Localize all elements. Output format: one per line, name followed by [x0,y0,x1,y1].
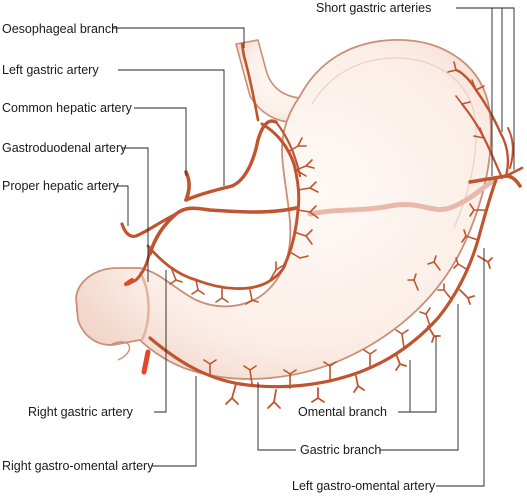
omental-twig [395,353,407,371]
twig [287,137,307,153]
twig [469,203,487,217]
twig [297,181,319,193]
label-right-gastro-omental-artery: Right gastro-omental artery [2,459,154,473]
label-oesophageal-branch: Oesophageal branch [2,22,119,36]
leader-short-gastric-arteries [456,7,515,170]
leader-omental-branch [398,360,411,413]
gastroduodenal-cut-end [124,278,134,286]
twig [245,289,259,305]
common-hepatic-artery-vessel [148,206,298,256]
leader-common-hepatic-artery [134,107,187,176]
coeliac-stub [184,170,191,202]
leader-gastric-branch-2 [257,382,296,451]
omental-twig [267,389,281,409]
twig [395,329,409,349]
twig [471,79,485,91]
lesser-curvature-branch [260,122,301,268]
twig [203,359,217,377]
leader-proper-hepatic-artery [116,185,129,226]
right-gastro-omental-cut-end [141,349,151,375]
label-gastric-branch: Gastric branch [300,443,382,457]
twig [323,361,337,383]
twig [427,255,441,271]
omental-twig [427,325,441,343]
oesophageal-branch-vessel [240,42,260,122]
leader-left-gastric-artery [118,69,225,186]
label-omental-branch: Omental branch [298,405,387,419]
twig [243,365,257,385]
omental-twig [459,289,475,305]
label-short-gastric-arteries: Short gastric arteries [316,1,432,15]
short-gastric-a [454,68,510,178]
twig [293,229,313,245]
twig [363,349,377,369]
twig [437,283,453,301]
label-left-gastric-artery: Left gastric artery [2,63,99,77]
arteries [120,42,524,409]
right-gastric-artery-vessel [146,244,288,290]
label-gastroduodenal-artery: Gastroduodenal artery [2,141,127,155]
twig [419,307,431,327]
short-gastric-c [507,127,514,169]
twig [295,159,315,177]
splenic-branch-right [504,166,524,178]
twig [447,61,457,73]
label-left-gastro-omental-artery: Left gastro-omental artery [292,479,436,493]
label-right-gastric-artery: Right gastric artery [28,405,133,419]
twig [461,229,479,243]
leader-lines [112,7,515,487]
twig [453,257,469,271]
twig [283,369,297,389]
proper-hepatic-artery-vessel [120,212,178,238]
duodenum-cut-end [111,341,130,361]
gastroduodenal-artery-vessel [126,248,152,286]
leader-left-gastro-omental-artery [436,248,485,487]
leader-gastroduodenal-artery [122,147,149,282]
leader-oesophageal-branch [112,27,245,48]
twig [289,251,309,259]
leader-omental-branch-2 [410,336,437,413]
twig [215,287,229,303]
stomach-inner-contour [311,57,477,229]
omental-twig [477,255,493,269]
twig [407,273,419,291]
pylorus-constriction [138,271,150,341]
leader-gastric-branch [380,304,459,451]
twig [455,95,471,105]
label-common-hepatic-artery: Common hepatic artery [2,101,132,115]
omental-twig [225,383,239,405]
splenic-artery-behind [307,177,497,217]
twig [297,205,319,219]
left-gastric-artery-vessel [184,119,278,202]
leader-right-gastric-artery [154,270,167,413]
omental-twig [353,375,365,393]
twig [473,127,485,139]
right-gastro-omental-vessel [148,316,440,389]
twig [191,279,205,295]
leader-right-gastro-omental-artery [152,376,197,467]
twig [269,261,283,281]
twig [169,269,183,285]
omental-twig [311,387,325,403]
label-proper-hepatic-artery: Proper hepatic artery [2,179,119,193]
